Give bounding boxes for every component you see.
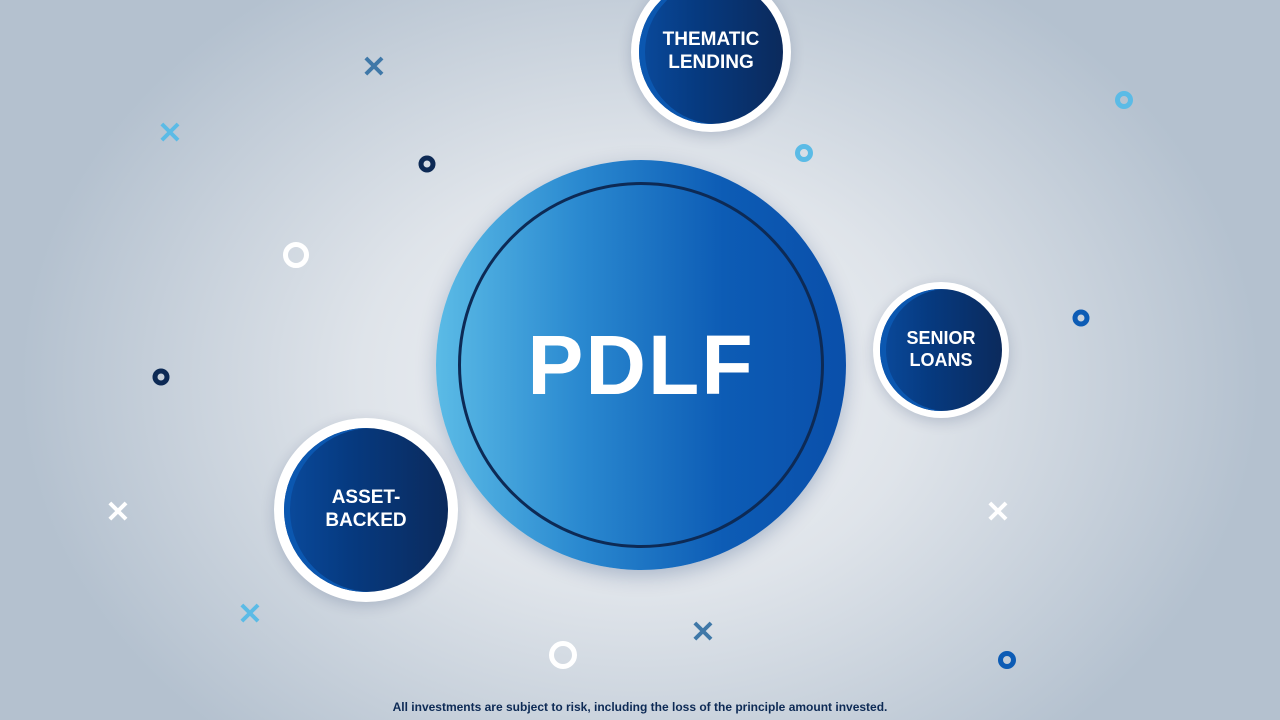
cross-icon: ✕ (690, 616, 716, 649)
cross-icon: ✕ (157, 117, 183, 150)
circle-icon (795, 144, 813, 162)
thematic-lending-label: THEMATIC LENDING (639, 0, 783, 124)
bubble-senior-loans: SENIOR LOANS (873, 282, 1009, 418)
circle-icon (1072, 309, 1090, 327)
risk-disclaimer: All investments are subject to risk, inc… (392, 700, 888, 714)
asset-backed-label: ASSET- BACKED (284, 428, 448, 592)
cross-icon: ✕ (361, 51, 387, 84)
inner-ring (458, 182, 824, 548)
cross-icon: ✕ (105, 496, 131, 529)
cross-icon: ✕ (237, 598, 263, 631)
circle-icon (418, 155, 436, 173)
cross-icon: ✕ (985, 496, 1011, 529)
bubble-thematic-lending: THEMATIC LENDING (631, 0, 791, 132)
circle-icon (152, 368, 170, 386)
circle-icon (549, 641, 577, 669)
senior-loans-label: SENIOR LOANS (880, 289, 1002, 411)
pdlf-center-circle: PDLF (436, 160, 846, 570)
bubble-asset-backed: ASSET- BACKED (274, 418, 458, 602)
circle-icon (998, 651, 1016, 669)
circle-icon (1115, 91, 1133, 109)
pdlf-label: PDLF (527, 317, 755, 412)
circle-icon (283, 242, 309, 268)
